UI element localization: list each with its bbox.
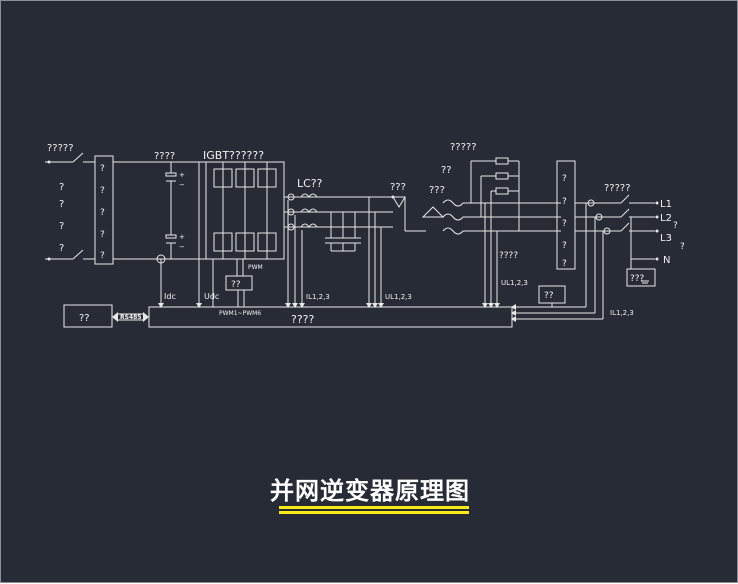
svg-text:−: − <box>179 243 185 251</box>
breaker-block: ? ? ? ? ? <box>556 160 576 270</box>
igbt-bridge: IGBT?????? PWM ?? <box>203 149 285 307</box>
il-right-label: IL1,2,3 <box>610 309 634 317</box>
filter-mark-1: ? <box>100 164 105 174</box>
l2-label: L2 <box>660 213 672 224</box>
l3-label: L3 <box>660 233 672 244</box>
driver-box <box>225 275 253 291</box>
transformer-top-label: ??? <box>390 182 406 193</box>
svg-text:−: − <box>179 181 185 189</box>
input-mark-1: ? <box>59 182 64 193</box>
breaker-mark-5: ? <box>562 259 567 269</box>
pv-input-label: ????? <box>47 143 74 154</box>
capacitors-label: ???? <box>154 151 175 162</box>
udc-label: Udc <box>204 292 219 301</box>
input-mark-4: ? <box>59 243 64 254</box>
il-label: IL1,2,3 <box>306 293 330 301</box>
breaker-mark-2: ? <box>562 197 567 207</box>
igbt-label: IGBT?????? <box>203 149 264 162</box>
breaker-mark-3: ? <box>562 219 567 229</box>
filter-mark-4: ? <box>100 230 105 240</box>
breaker-mark-1: ? <box>562 174 567 184</box>
controller-label: ???? <box>291 313 315 326</box>
l1-label: L1 <box>660 199 672 210</box>
title-underline-bottom <box>279 511 469 514</box>
filter-mark-3: ? <box>100 208 105 218</box>
input-mark-3: ? <box>59 221 64 232</box>
igbt-leg-2 <box>235 162 255 259</box>
transformer: ??? ??? ?? <box>390 165 464 235</box>
output-section: ????? L1 L2 L3 N ? ? ??? <box>511 183 685 322</box>
sensor-label: ???? <box>499 251 518 261</box>
transformer-left-label: ??? <box>429 185 445 196</box>
rs485-label: RS485 <box>120 314 141 321</box>
ground-box-label: ??? <box>630 274 645 284</box>
pv-input-section: ????? ? ? ? ? ? ? ? ? ? <box>45 143 114 265</box>
driver-label: ?? <box>231 280 241 290</box>
comm-box-label: ?? <box>79 313 90 324</box>
comm-box <box>63 304 113 328</box>
transformer-side-label: ?? <box>441 165 452 176</box>
igbt-leg-1 <box>213 162 233 259</box>
relay-section: ????? ???? UL1,2,3 ?? <box>450 142 566 308</box>
output-top-label: ????? <box>604 183 631 194</box>
svg-text:+: + <box>179 171 185 179</box>
pwm-label: PWM <box>248 264 263 271</box>
ground-box <box>626 268 656 287</box>
filter-mark-5: ? <box>100 251 105 261</box>
diagram-title: 并网逆变器原理图 <box>270 477 470 505</box>
lc-filter: LC?? IL1,2,3 UL1,2,3 <box>284 177 412 308</box>
controller-block <box>148 306 513 328</box>
ul-right-label: UL1,2,3 <box>501 279 528 287</box>
small-box-label: ?? <box>544 291 554 301</box>
igbt-leg-3 <box>257 162 277 259</box>
ul-mid-label: UL1,2,3 <box>385 293 412 301</box>
pwm-range-label: PWM1~PWM6 <box>219 310 261 317</box>
relay-top-label: ????? <box>450 142 477 153</box>
lc-filter-label: LC?? <box>297 177 323 190</box>
dc-bus: ???? + − + − Idc Udc <box>113 151 219 308</box>
output-mark-3: ? <box>680 242 685 252</box>
title-underline-top <box>279 506 469 509</box>
filter-mark-2: ? <box>100 186 105 196</box>
controller-section: PWM1~PWM6 ???? ?? RS485 <box>63 304 513 328</box>
n-label: N <box>663 255 670 266</box>
input-mark-2: ? <box>59 199 64 210</box>
svg-text:+: + <box>179 233 185 241</box>
input-filter-block <box>94 155 114 265</box>
output-mark-2: ? <box>673 221 678 231</box>
idc-label: Idc <box>164 292 176 301</box>
breaker-mark-4: ? <box>562 241 567 251</box>
